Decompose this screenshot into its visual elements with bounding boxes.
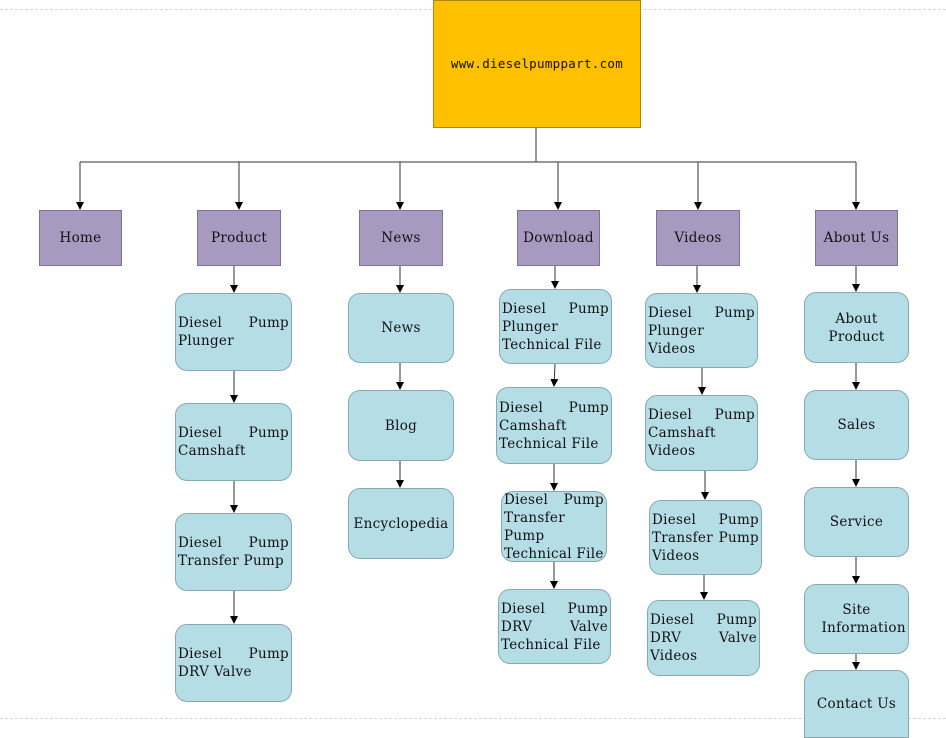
node-download-plunger: Diesel Pump Plunger Technical File: [499, 289, 612, 364]
node-label: About Product: [828, 310, 885, 345]
node-product-camshaft: Diesel Pump Camshaft: [175, 403, 292, 481]
node-label: Diesel Pump Camshaft: [178, 425, 289, 459]
category-news: News: [359, 210, 443, 266]
node-label: Blog: [384, 417, 418, 434]
category-label: News: [381, 230, 421, 246]
category-label: Videos: [674, 230, 722, 246]
category-label: Product: [210, 230, 268, 246]
node-videos-plunger: Diesel Pump Plunger Videos: [645, 293, 758, 368]
node-label: Diesel Pump Plunger Technical File: [502, 300, 609, 353]
node-label: News: [381, 320, 421, 336]
node-about-product: About Product: [804, 292, 909, 363]
node-label: Site Information: [821, 602, 906, 636]
bottom-page-guide: [0, 718, 946, 719]
node-videos-drv-valve: Diesel Pump DRV Valve Videos: [647, 600, 760, 676]
root-node: www.dieselpumppart.com: [433, 0, 641, 128]
category-product: Product: [197, 210, 281, 266]
category-download: Download: [517, 210, 600, 266]
node-label: Diesel Pump DRV Valve: [178, 646, 289, 680]
node-videos-transfer-pump: Diesel Pump Transfer Pump Videos: [649, 500, 762, 575]
node-label: Contact Us: [816, 696, 897, 712]
node-blog: Blog: [348, 390, 454, 461]
node-videos-camshaft: Diesel Pump Camshaft Videos: [645, 395, 758, 471]
node-download-camshaft: Diesel Pump Camshaft Technical File: [496, 387, 612, 464]
category-about-us: About Us: [815, 210, 898, 266]
node-label: Diesel Pump Plunger Videos: [648, 304, 755, 357]
node-label: Diesel Pump Transfer Pump: [178, 535, 289, 569]
node-news: News: [348, 293, 454, 363]
node-label: Diesel Pump DRV Valve Videos: [650, 612, 757, 664]
node-product-transfer-pump: Diesel Pump Transfer Pump: [175, 513, 292, 591]
node-label: Diesel Pump Transfer Pump Videos: [652, 511, 759, 564]
node-label: Sales: [837, 417, 876, 433]
category-label: Download: [523, 230, 594, 246]
node-label: Diesel Pump Camshaft Technical File: [499, 399, 609, 452]
node-product-plunger: Diesel Pump Plunger: [175, 293, 292, 371]
node-encyclopedia: Encyclopedia: [348, 488, 454, 559]
node-label: Service: [829, 514, 884, 530]
category-videos: Videos: [656, 210, 740, 266]
node-label: Diesel Pump DRV Valve Technical File: [501, 600, 608, 653]
category-home: Home: [39, 210, 122, 266]
node-service: Service: [804, 487, 909, 557]
category-label: Home: [59, 230, 102, 246]
node-product-drv-valve: Diesel Pump DRV Valve: [175, 624, 292, 702]
node-download-transfer-pump: Diesel Pump Transfer Pump Technical File: [501, 491, 607, 562]
node-label: Diesel Pump Plunger: [178, 315, 289, 349]
category-label: About Us: [823, 230, 890, 246]
node-download-drv-valve: Diesel Pump DRV Valve Technical File: [498, 589, 611, 664]
root-label: www.dieselpumppart.com: [450, 56, 624, 71]
node-contact-us: Contact Us: [804, 670, 909, 738]
node-label: Diesel Pump Transfer Pump Technical File: [504, 491, 604, 562]
node-label: Diesel Pump Camshaft Videos: [648, 407, 755, 459]
node-label: Encyclopedia: [353, 515, 449, 532]
node-sales: Sales: [804, 390, 909, 460]
node-site-information: Site Information: [804, 584, 909, 654]
